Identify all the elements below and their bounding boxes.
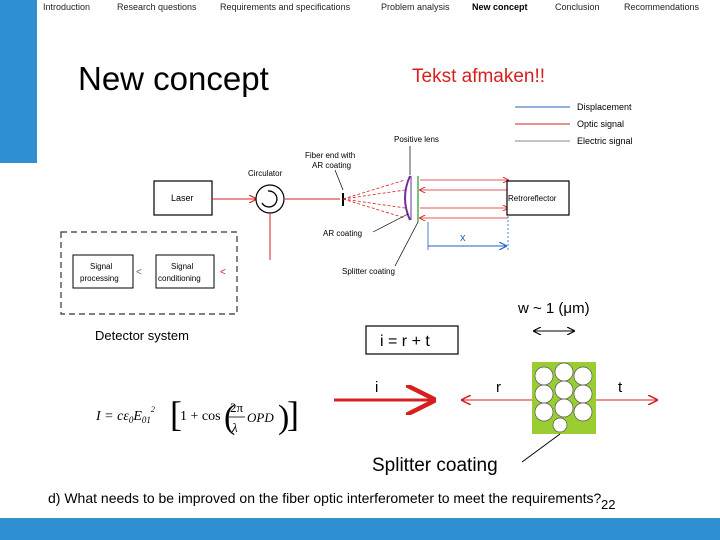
- signal-processing-label-1: Signal: [90, 262, 112, 271]
- legend: Displacement Optic signal Electric signa…: [515, 102, 633, 146]
- todo-note: Tekst afmaken!!: [412, 66, 546, 87]
- legend-optic-signal: Optic signal: [577, 119, 624, 129]
- reflected-label: r: [496, 379, 501, 396]
- page-title: New concept: [78, 60, 269, 97]
- optic-arrow-icon: <: [220, 267, 226, 278]
- circulator-label: Circulator: [248, 169, 283, 178]
- svg-text:(: (: [224, 399, 235, 436]
- diverging-beams: [342, 179, 406, 219]
- ar-coating-label: AR coating: [323, 229, 362, 238]
- bottom-accent-bar: [0, 518, 720, 540]
- svg-text:]: ]: [287, 394, 299, 434]
- splitter-leader: [521, 433, 561, 463]
- circulator-arrow-icon: [261, 190, 278, 208]
- detector-system-box: [60, 231, 238, 315]
- retroreflector-label: Retroreflector: [508, 194, 557, 203]
- displacement-x-label: x: [460, 232, 466, 244]
- circulator-icon: [255, 184, 285, 214]
- incident-label: i: [375, 379, 378, 396]
- signal-conditioning-label-1: Signal: [171, 262, 193, 271]
- top-navigation: Introduction Research questions Requirem…: [0, 0, 720, 16]
- nav-problem-analysis[interactable]: Problem analysis: [381, 2, 450, 12]
- svg-text:OPD: OPD: [247, 410, 274, 425]
- legend-electric-signal: Electric signal: [577, 136, 633, 146]
- laser-label: Laser: [171, 193, 194, 203]
- equation-label: i = r + t: [380, 333, 430, 350]
- svg-text:[: [: [170, 394, 182, 434]
- coating-particles: [534, 362, 593, 433]
- intensity-formula: I = cε0E012 [ 1 + cos ( 2π λ OPD ) ]: [95, 394, 299, 436]
- splitter-coating-label: Splitter coating: [372, 455, 498, 476]
- svg-text:λ: λ: [231, 420, 238, 435]
- nav-requirements[interactable]: Requirements and specifications: [220, 2, 351, 12]
- svg-text:2π: 2π: [230, 400, 244, 415]
- nav-introduction[interactable]: Introduction: [43, 2, 91, 12]
- nav-research-questions[interactable]: Research questions: [117, 2, 197, 12]
- page-number: 22: [601, 497, 616, 512]
- detector-system-label: Detector system: [95, 328, 189, 343]
- signal-processing-box: [72, 254, 134, 289]
- svg-text:): ): [278, 399, 289, 436]
- nav-new-concept[interactable]: New concept: [472, 2, 528, 12]
- svg-text:1 + cos: 1 + cos: [180, 409, 221, 424]
- transmitted-label: t: [618, 379, 623, 396]
- legend-displacement: Displacement: [577, 102, 632, 112]
- splitter-coating-small-label: Splitter coating: [342, 267, 395, 276]
- fiber-end-label-2: AR coating: [312, 161, 351, 170]
- laser-box: [153, 180, 213, 216]
- positive-lens-label: Positive lens: [394, 135, 439, 144]
- equation-box: [365, 325, 459, 355]
- signal-conditioning-box: [155, 254, 215, 289]
- positive-lens-icon: [404, 175, 411, 221]
- left-accent-bar: [0, 0, 37, 163]
- nav-conclusion[interactable]: Conclusion: [555, 2, 600, 12]
- parallel-beams: [420, 180, 508, 218]
- svg-text:I = cε0E012: I = cε0E012: [95, 405, 155, 425]
- slide-caption: d) What needs to be improved on the fibe…: [48, 490, 602, 506]
- width-label: w ~ 1 (μm): [517, 300, 590, 317]
- retroreflector-box: [506, 180, 570, 216]
- nav-recommendations[interactable]: Recommendations: [624, 2, 700, 12]
- signal-processing-label-2: processing: [80, 274, 119, 283]
- fiber-end-label: Fiber end with: [305, 151, 355, 160]
- signal-conditioning-label-2: conditioning: [158, 274, 201, 283]
- signal-arrow-icon: <: [136, 267, 142, 278]
